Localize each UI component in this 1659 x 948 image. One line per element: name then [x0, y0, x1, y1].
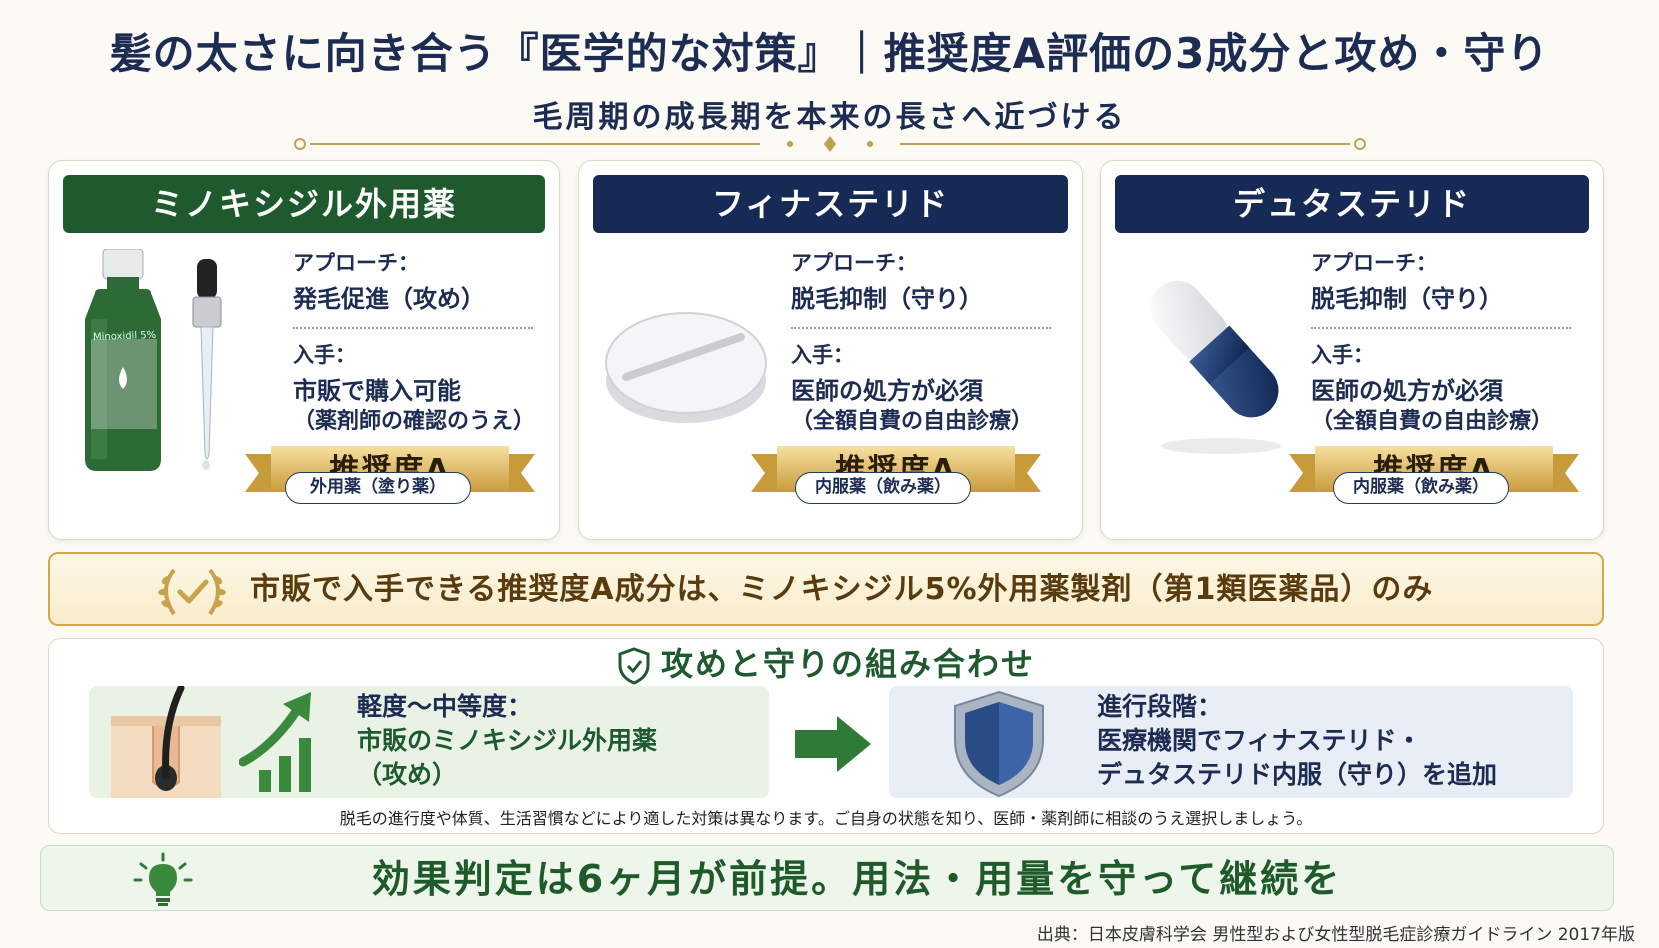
- defense-panel: 進行段階： 医療機関でフィナステリド・ デュタステリド内服（守り）を追加: [889, 686, 1573, 798]
- dropper-bottle-icon: [85, 249, 222, 471]
- defense-label: 進行段階：: [1097, 692, 1223, 721]
- access-value: 医師の処方が必須: [791, 377, 983, 405]
- combo-title: 攻めと守りの組み合わせ: [49, 639, 1603, 689]
- offense-value: 市販のミノキシジル外用薬: [357, 726, 658, 755]
- blue-shield-icon: [954, 690, 1044, 798]
- bottom-callout: 効果判定は6ヶ月が前提。用法・用量を守って継続を: [40, 845, 1614, 911]
- card-info: アプローチ： 発毛促進（攻め） 入手： 市販で購入可能 （薬剤師の確認のうえ）: [293, 247, 535, 437]
- defense-tag: デュタステリド内服（守り）を追加: [1097, 760, 1498, 789]
- combination-section: 攻めと守りの組み合わせ 軽度〜中等度： 市販のミノキシジル外用薬 （攻め）: [48, 638, 1604, 834]
- card-title: デュタステリド: [1115, 175, 1589, 233]
- offense-tag: （攻め）: [357, 760, 458, 789]
- laurel-check-icon: [158, 568, 226, 616]
- card-title: ミノキシジル外用薬: [63, 175, 545, 233]
- capsule-icon: [1150, 280, 1281, 454]
- card-info: アプローチ： 脱毛抑制（守り） 入手： 医師の処方が必須 （全額自費の自由診療）: [791, 247, 1051, 437]
- offense-panel: 軽度〜中等度： 市販のミノキシジル外用薬 （攻め）: [89, 686, 769, 798]
- access-note: （全額自費の自由診療）: [791, 409, 1034, 434]
- arrow-right-icon: [795, 716, 871, 772]
- card-info: アプローチ： 脱毛抑制（守り） 入手： 医師の処方が必須 （全額自費の自由診療）: [1311, 247, 1571, 437]
- otc-banner: 市販で入手できる推奨度A成分は、ミノキシジル5%外用薬製剤（第1類医薬品）のみ: [48, 552, 1604, 626]
- approach-value: 脱毛抑制（守り）: [1311, 285, 1503, 313]
- combo-title-text: 攻めと守りの組み合わせ: [660, 645, 1035, 683]
- approach-label: アプローチ：: [1311, 251, 1437, 275]
- access-value: 医師の処方が必須: [1311, 377, 1503, 405]
- bottom-text: 効果判定は6ヶ月が前提。用法・用量を守って継続を: [371, 857, 1343, 901]
- offense-label: 軽度〜中等度：: [357, 692, 533, 721]
- bottle-label: Minoxidil 5%: [92, 329, 157, 344]
- card-dutasteride: デュタステリド アプローチ： 脱毛抑制（守り） 入手： 医師の処方が必須 （全額…: [1100, 160, 1604, 540]
- approach-label: アプローチ：: [791, 251, 917, 275]
- access-note: （全額自費の自由診療）: [1311, 409, 1554, 434]
- form-pill: 内服薬（飲み薬）: [795, 472, 971, 504]
- access-label: 入手：: [1311, 343, 1374, 367]
- approach-value: 脱毛抑制（守り）: [791, 285, 983, 313]
- offense-text: 軽度〜中等度： 市販のミノキシジル外用薬 （攻め）: [357, 690, 657, 792]
- page-subtitle: 毛周期の成長期を本来の長さへ近づける: [532, 100, 1127, 135]
- form-pill: 外用薬（塗り薬）: [285, 472, 471, 504]
- combo-note: 脱毛の進行度や体質、生活習慣などにより適した対策は異なります。ご自身の状態を知り…: [339, 809, 1313, 828]
- shield-icon: [618, 647, 650, 685]
- card-title: フィナステリド: [593, 175, 1068, 233]
- source-citation: 出典：日本皮膚科学会 男性型および女性型脱毛症診療ガイドライン 2017年版: [1036, 925, 1635, 945]
- banner-text: 市販で入手できる推奨度A成分は、ミノキシジル5%外用薬製剤（第1類医薬品）のみ: [250, 572, 1434, 607]
- access-value: 市販で購入可能: [293, 377, 461, 405]
- lightbulb-icon: [133, 852, 193, 906]
- card-minoxidil: ミノキシジル外用薬 Minoxidil 5% アプローチ： 発毛促進（攻め） 入…: [48, 160, 560, 540]
- ornament-divider: [294, 136, 1366, 152]
- growth-arrow-icon: [239, 692, 311, 792]
- access-label: 入手：: [791, 343, 854, 367]
- access-label: 入手：: [293, 343, 356, 367]
- approach-label: アプローチ：: [293, 251, 419, 275]
- hair-follicle-icon: [111, 686, 221, 798]
- tablet-icon: [605, 312, 767, 423]
- approach-value: 発毛促進（攻め）: [293, 285, 485, 313]
- defense-text: 進行段階： 医療機関でフィナステリド・ デュタステリド内服（守り）を追加: [1097, 690, 1497, 792]
- page-title: 髪の太さに向き合う『医学的な対策』｜推奨度A評価の3成分と攻め・守り: [109, 29, 1550, 78]
- card-finasteride: フィナステリド アプローチ： 脱毛抑制（守り） 入手： 医師の処方が必須 （全額…: [578, 160, 1083, 540]
- access-note: （薬剤師の確認のうえ）: [293, 409, 536, 434]
- form-pill: 内服薬（飲み薬）: [1333, 472, 1509, 504]
- defense-value: 医療機関でフィナステリド・: [1097, 726, 1422, 755]
